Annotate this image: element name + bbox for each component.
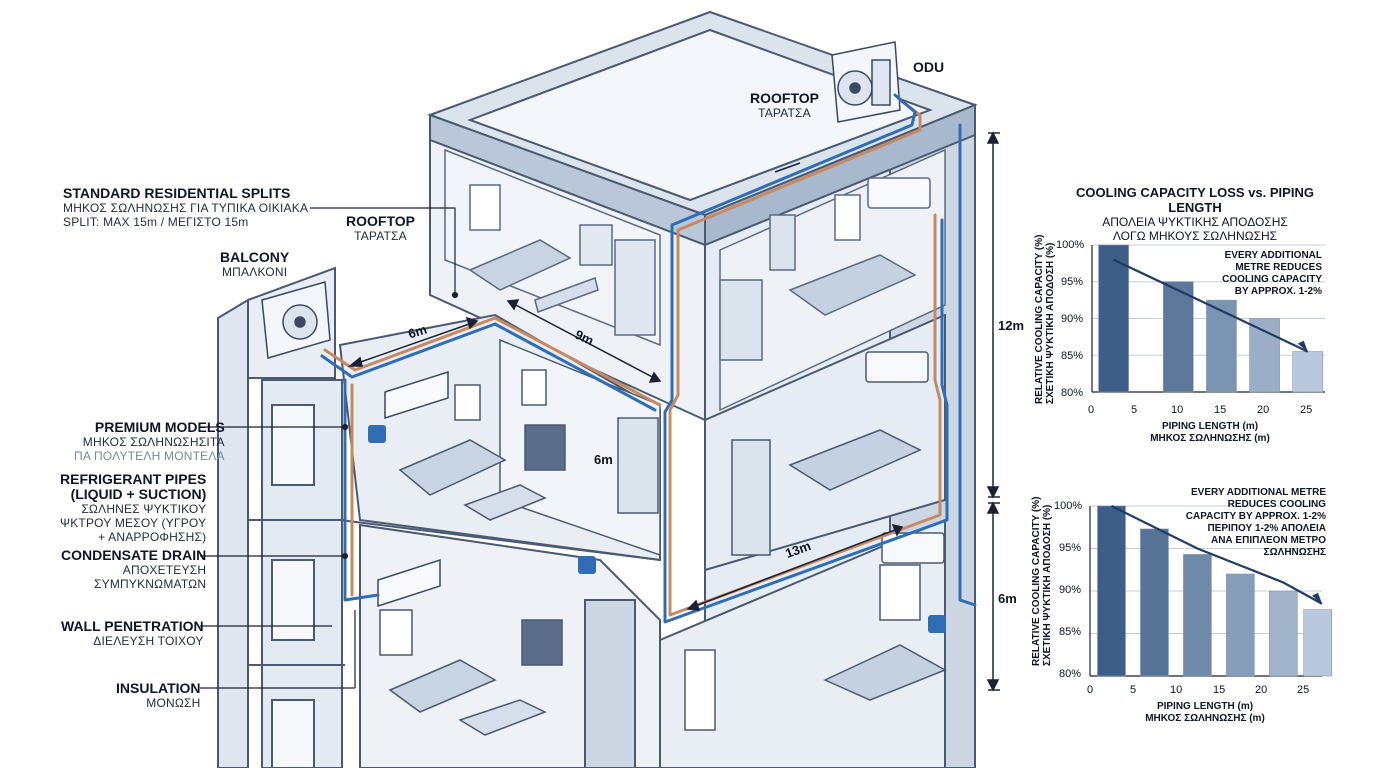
chart2-xtick: 15 (1213, 684, 1226, 696)
wall-penetration-label: WALL PENETRATION ΔΙΕΛΕΥΣΗ ΤΟΙΧΟΥ (61, 618, 204, 649)
chart1-xtick: 20 (1257, 404, 1270, 416)
chart2-xtick: 10 (1170, 684, 1183, 696)
odu-label: ODU (913, 59, 945, 75)
dimension-12m: 12m (998, 318, 1025, 333)
refrigerant-pipes (320, 93, 977, 624)
premium-models-label: PREMIUM MODELS ΜΗΚΟΣ ΣΩΛΗΝΩΣΗΣΙΤΑ ΠΑ ΠΟΛ… (74, 419, 225, 464)
chart2-ytick: 85% (1059, 626, 1082, 638)
chart2-ytick: 90% (1059, 584, 1082, 596)
chart1-xlabel: PIPING LENGTH (m) ΜΗΚΟΣ ΣΩΛΗΝΩΣΗΣ (m) (1150, 421, 1270, 444)
rooftop-outdoor-unit (831, 41, 901, 123)
chart2-ylabel: RELATIVE COOLING CAPACITY (%) ΣΧΕΤΙΚΗ ΨΥ… (1031, 496, 1053, 666)
chart1-ytick: 80% (1061, 387, 1084, 399)
rooftop-label-top: ROOFTOP ΤΑΡΑΤΣΑ (750, 90, 819, 121)
middle-floor (338, 313, 946, 572)
chart2-xtick: 20 (1255, 684, 1268, 696)
chart1-xtick: 5 (1131, 404, 1138, 416)
chart1-annotation: EVERY ADDITIONAL METRE REDUCES COOLING C… (1222, 250, 1322, 297)
chart1-title: COOLING CAPACITY LOSS vs. PIPING LENGTH … (1076, 185, 1314, 243)
insulation-label: INSULATION ΜΟΝΩΣΗ (116, 680, 201, 711)
chart2-ytick: 80% (1059, 668, 1082, 680)
standard-splits-label: STANDARD RESIDENTIAL SPLITS ΜΗΚΟΣ ΣΩΛΗΝΩ… (63, 185, 309, 230)
info-icons (368, 425, 946, 633)
chart2-xtick: 25 (1297, 684, 1310, 696)
chart2-ytick: 100% (1054, 500, 1083, 512)
condensate-drain-label: CONDENSATE DRAIN ΑΠΟΧΕΤΕΥΣΗ ΣΥΜΠΥΚΝΩΜΑΤΩ… (61, 547, 207, 592)
indoor-units (377, 370, 449, 608)
chart2-annotation: EVERY ADDITIONAL METRE REDUCES COOLING C… (1185, 487, 1326, 558)
rooftop-label-left: ROOFTOP ΤΑΡΑΤΣΑ (346, 213, 415, 244)
refrigerant-pipes-label: REFRIGERANT PIPES (LIQUID + SUCTION) ΣΩΛ… (60, 471, 207, 545)
chart1-ytick: 85% (1061, 350, 1084, 362)
chart1-xtick: 0 (1088, 404, 1095, 416)
dimension-6m-mid: 6m (594, 452, 613, 467)
chart2-xtick: 5 (1130, 684, 1137, 696)
upper-bedroom (719, 148, 946, 412)
chart1-xtick: 25 (1300, 404, 1313, 416)
balcony-outdoor-unit (261, 281, 331, 359)
chart1-xtick: 10 (1171, 404, 1184, 416)
chart2-xtick: 0 (1087, 684, 1094, 696)
lower-floor (359, 518, 947, 768)
chart1-xtick: 15 (1214, 404, 1227, 416)
balcony-label: BALCONY ΜΠΑΛΚΟΝΙ (220, 249, 290, 280)
chart1-ytick: 90% (1061, 313, 1084, 325)
chart1-ytick: 100% (1056, 239, 1085, 251)
chart2-ytick: 95% (1059, 542, 1082, 554)
dimension-lines (347, 131, 1000, 692)
chart1-ytick: 95% (1061, 276, 1084, 288)
leader-lines (200, 207, 459, 689)
dimension-6m-right: 6m (998, 591, 1017, 606)
upper-living-room (444, 148, 661, 347)
left-building (217, 266, 345, 768)
chart2-xlabel: PIPING LENGTH (m) ΜΗΚΟΣ ΣΩΛΗΝΩΣΗΣ (m) (1145, 701, 1265, 724)
chart1-ylabel: RELATIVE COOLING CAPACITY (%) ΣΧΕΤΙΚΗ ΨΥ… (1034, 234, 1056, 404)
